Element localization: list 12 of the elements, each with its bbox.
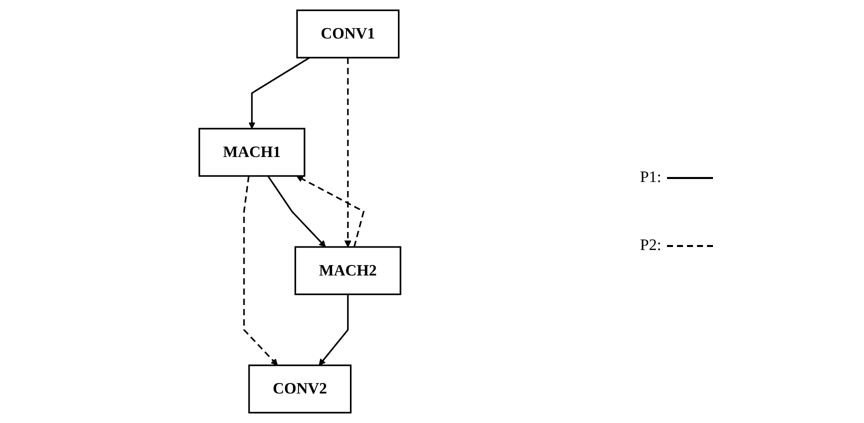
legend-label: P2: xyxy=(640,236,662,254)
arrow xyxy=(344,58,352,248)
node-box: CONV2 xyxy=(248,364,352,414)
node-box: MACH1 xyxy=(198,128,306,177)
legend-label: P1: xyxy=(640,168,662,186)
arrow xyxy=(248,56,310,129)
node-box: MACH2 xyxy=(294,246,402,296)
arrow xyxy=(267,176,326,248)
arrow xyxy=(243,176,278,366)
arrow xyxy=(296,176,365,248)
arrow xyxy=(318,294,349,366)
node-box: CONV1 xyxy=(296,10,400,58)
